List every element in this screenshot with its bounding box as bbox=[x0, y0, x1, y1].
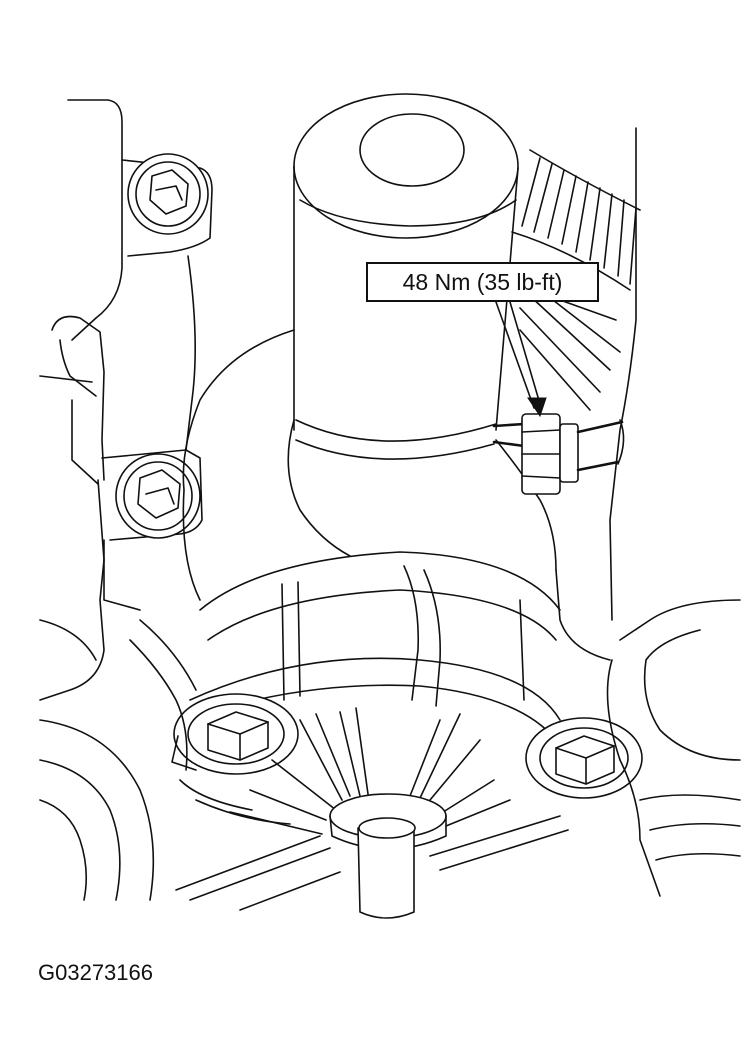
figure-code-label: G03273166 bbox=[38, 960, 153, 985]
right-panel bbox=[519, 127, 637, 621]
upper-right-hose bbox=[511, 149, 641, 291]
left-mounting-bracket bbox=[39, 99, 213, 701]
pump-housing bbox=[182, 329, 611, 661]
middle-bracket-bolt bbox=[115, 453, 201, 539]
upper-bracket-bolt bbox=[127, 153, 209, 235]
torque-spec-label: 48 Nm (35 lb-ft) bbox=[402, 268, 563, 295]
fluid-line-fitting bbox=[492, 413, 625, 495]
callout-leader-arrow bbox=[495, 301, 547, 418]
torque-callout-box: 48 Nm (35 lb-ft) bbox=[366, 262, 599, 302]
flange-left-bolt bbox=[171, 693, 299, 775]
flange-right-bolt bbox=[525, 717, 643, 799]
pump-cylinder bbox=[293, 93, 519, 460]
drive-belt bbox=[175, 779, 569, 911]
right-lower-hose bbox=[606, 599, 741, 897]
pulley-hub-shaft bbox=[329, 793, 447, 919]
left-lower-hose bbox=[39, 619, 197, 901]
